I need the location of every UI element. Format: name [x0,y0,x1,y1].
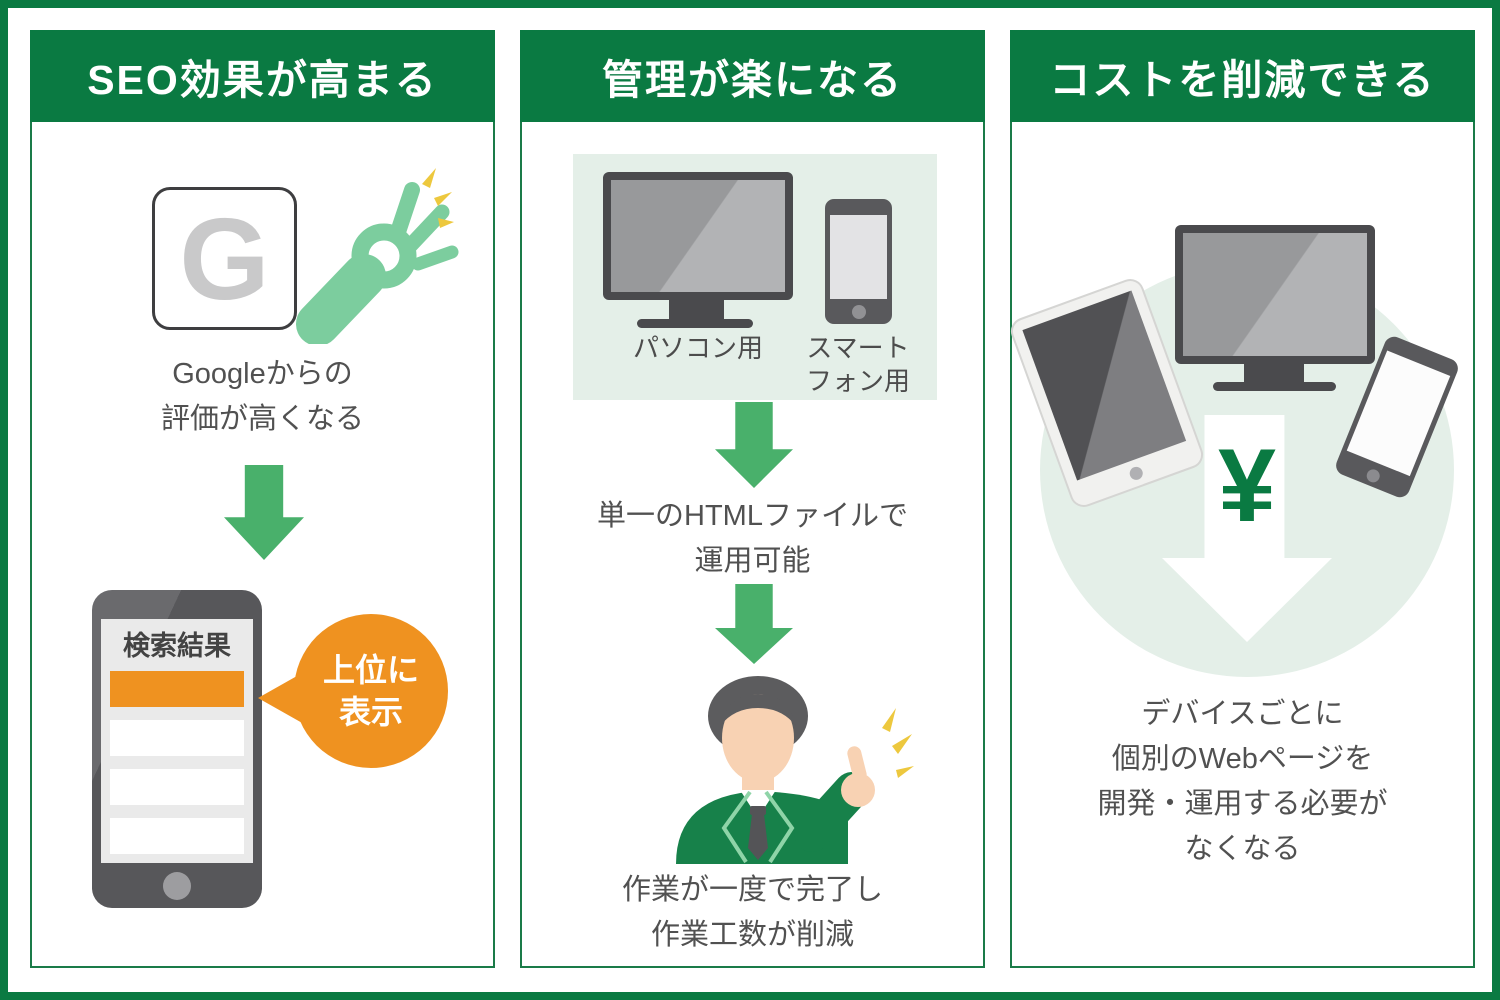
work-reduced-caption: 作業が一度で完了し 作業工数が削減 [522,868,983,958]
bubble-line: 上位に [322,652,419,688]
pc-label: パソコン用 [632,333,763,363]
home-button [163,872,191,900]
column-management: 管理が楽になる パソコン用 スマート フォン用 単一のHTMLファイルで 運用可… [520,30,985,968]
home-button [851,305,866,319]
smartphone-screen: 検索結果 [101,619,253,863]
result-bar [110,769,244,805]
single-html-caption: 単一のHTMLファイルで 運用可能 [522,494,983,584]
caption-line: Googleからの [172,358,353,390]
yen-icon: ¥ [1218,428,1276,544]
bubble-line: 表示 [338,694,403,730]
ok-hand-icon [296,168,459,344]
smartphone-illustration [825,199,892,324]
smartphone-search-illustration: 検索結果 [92,590,262,908]
column-seo-header: SEO効果が高まる [30,30,495,122]
bubble-tail [258,672,304,724]
caption-line: 単一のHTMLファイルで [597,500,908,532]
down-arrow-icon [224,465,304,560]
smartphone-label: スマート フォン用 [798,332,918,398]
column-cost-title: コストを削減できる [1049,57,1436,103]
desktop-monitor-illustration [1175,225,1375,364]
search-results-label: 検索結果 [123,631,231,661]
caption-line: 作業工数が削減 [650,919,854,951]
devices-panel: パソコン用 スマート フォン用 [573,154,937,400]
column-cost: コストを削減できる ¥ デバイスごとに 個別のWebページを 開発・運用する必要… [1007,30,1475,968]
monitor-stand [1244,364,1304,382]
label-line: フォン用 [805,366,910,396]
google-logo: G [152,187,297,330]
home-button [1364,467,1382,485]
column-seo-title: SEO効果が高まる [87,57,438,103]
label-line: スマート [806,333,910,363]
caption-line: 評価が高くなる [160,403,364,435]
caption-line: デバイスごとに [1141,698,1344,730]
down-arrow-icon [715,402,793,488]
smartphone-screen [830,215,887,299]
home-button [1127,465,1145,482]
monitor-screen [1183,233,1367,356]
monitor-base [1213,382,1336,391]
column-cost-header: コストを削減できる [1010,30,1475,122]
caption-line: 運用可能 [694,545,811,577]
google-g-letter: G [179,193,270,324]
seo-caption: Googleからの 評価が高くなる [32,352,493,442]
desktop-monitor-illustration [603,172,793,300]
column-management-title: 管理が楽になる [602,57,903,103]
caption-line: 開発・運用する必要が [1097,788,1388,820]
result-bar [110,818,244,854]
cost-caption: デバイスごとに 個別のWebページを 開発・運用する必要が なくなる [1012,692,1473,872]
top-result-highlight-bar [110,671,244,707]
column-seo: SEO効果が高まる G Googleからの 評価が高くなる 検索結果 [30,30,495,968]
person-thumbs-up-illustration [676,676,914,864]
monitor-base [637,319,753,328]
monitor-stand [669,300,724,319]
caption-line: 個別のWebページを [1111,743,1374,775]
caption-line: 作業が一度で完了し [621,874,883,906]
result-bar [110,720,244,756]
column-management-header: 管理が楽になる [520,30,985,122]
down-arrow-icon [715,584,793,664]
monitor-screen [611,180,785,292]
caption-line: なくなる [1184,833,1301,865]
top-rank-speech-bubble: 上位に 表示 [258,614,448,768]
